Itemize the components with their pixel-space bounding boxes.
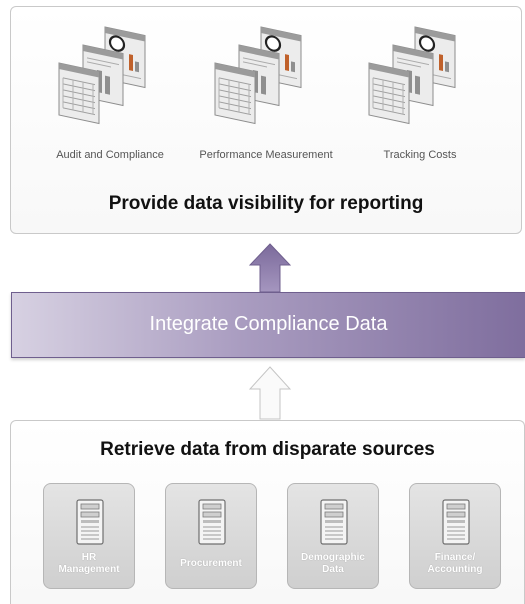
source-label-line1: HR <box>81 552 97 563</box>
source-label-line2: Accounting <box>427 564 483 575</box>
report-label: Audit and Compliance <box>56 149 164 161</box>
source-label-line1: Finance/ <box>434 552 476 563</box>
source-hr-management: HR Management <box>43 483 135 589</box>
sources-panel: Retrieve data from disparate sources HR … <box>10 420 525 604</box>
source-procurement: Procurement <box>165 483 257 589</box>
integration-label: Integrate Compliance Data <box>149 313 388 335</box>
source-label: Procurement <box>166 558 256 570</box>
report-label: Performance Measurement <box>199 149 333 161</box>
source-demographic-data: Demographic Data <box>287 483 379 589</box>
report-audit-compliance: Audit and Compliance <box>35 21 185 171</box>
report-tracking-costs: Tracking Costs <box>345 21 495 171</box>
source-label-line1: Demographic <box>301 552 365 563</box>
sources-heading: Retrieve data from disparate sources <box>100 439 435 460</box>
integration-band: Integrate Compliance Data <box>11 292 525 358</box>
reporting-heading: Provide data visibility for reporting <box>108 193 424 214</box>
source-finance-accounting: Finance/ Accounting <box>409 483 501 589</box>
server-icon <box>442 499 470 545</box>
reporting-panel: Audit and Compliance Performance Measure… <box>10 6 522 234</box>
up-arrow-outline-icon <box>249 366 291 420</box>
server-icon <box>76 499 104 545</box>
report-stack-icon <box>58 26 146 125</box>
report-stack-icon <box>368 26 456 125</box>
source-label-line2: Management <box>58 564 120 575</box>
report-label: Tracking Costs <box>383 149 457 161</box>
report-performance-measurement: Performance Measurement <box>191 21 341 171</box>
server-icon <box>198 499 226 545</box>
source-label: Demographic Data <box>288 552 378 576</box>
up-arrow-icon <box>249 243 291 293</box>
server-icon <box>320 499 348 545</box>
source-label: Finance/ Accounting <box>410 552 500 576</box>
source-label-line2: Data <box>322 564 344 575</box>
source-label-line1: Procurement <box>180 558 242 569</box>
source-label: HR Management <box>44 552 134 576</box>
report-stack-icon <box>214 26 302 125</box>
